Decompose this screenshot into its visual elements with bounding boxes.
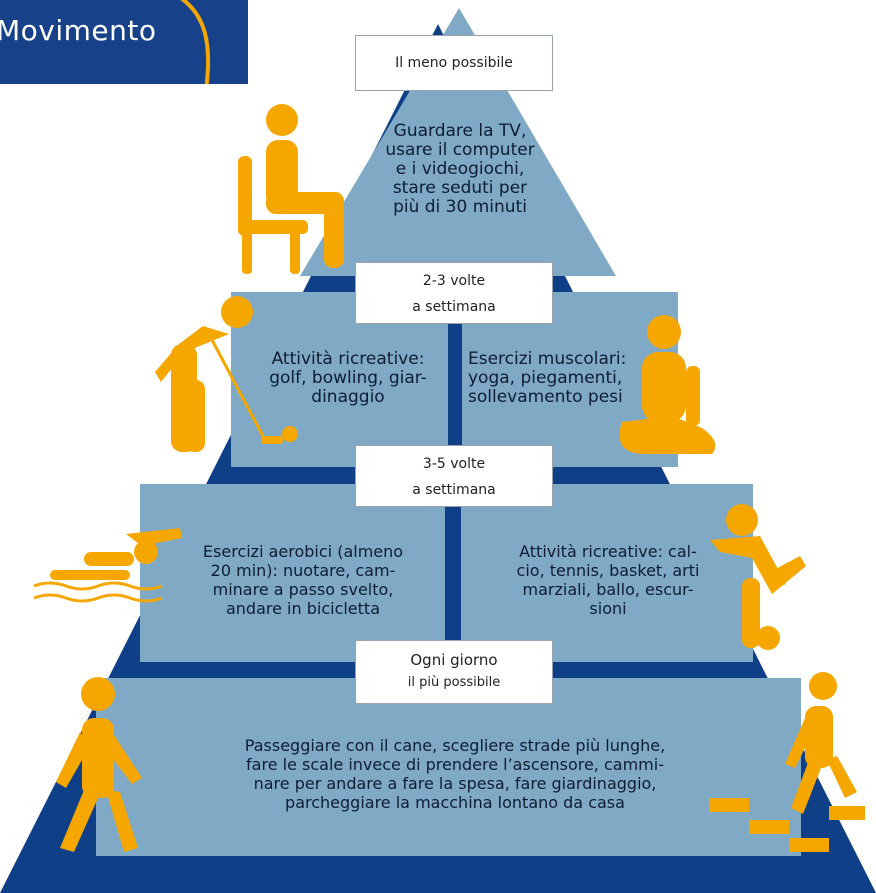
frequency-box-2: 2-3 volte a settimana [355,262,553,324]
yoga-person-icon [619,315,716,454]
frequency-sublabel: a settimana [412,482,496,498]
tier-3-divider [445,505,461,665]
stair-climber-icon [709,672,865,852]
frequency-sublabel: il più possibile [407,675,501,690]
tier-2-divider [448,322,462,472]
frequency-label: 2-3 volte [422,273,486,289]
arc-decoration-icon [180,0,211,84]
swimmer-icon [33,528,182,603]
tier-3-right-text: Attività ricreative: cal-cio, tennis, ba… [516,542,700,618]
frequency-label: Il meno possibile [395,55,513,71]
tier-2-left-text: Attività ricreative:golf, bowling, giar-… [269,349,427,407]
frequency-box-base: Ogni giorno il più possibile [355,640,553,704]
golfer-icon [155,296,298,452]
pyramid-tier-base [96,678,801,856]
sitting-person-icon [238,104,344,274]
tier-2-right-text: Esercizi muscolari:yoga, piegamenti,soll… [468,349,627,407]
section-title: Movimento [0,14,157,47]
section-tag: Movimento [0,0,248,84]
pyramid-top-tier [300,8,616,276]
walking-person-icon [56,677,142,852]
frequency-sublabel: a settimana [412,299,496,315]
frequency-label: Ogni giorno [410,651,498,669]
soccer-player-icon [710,504,806,650]
frequency-box-top: Il meno possibile [355,35,553,91]
frequency-label: 3-5 volte [422,456,486,472]
frequency-box-3: 3-5 volte a settimana [355,445,553,507]
base-tier-text: Passeggiare con il cane, scegliere strad… [244,736,666,812]
